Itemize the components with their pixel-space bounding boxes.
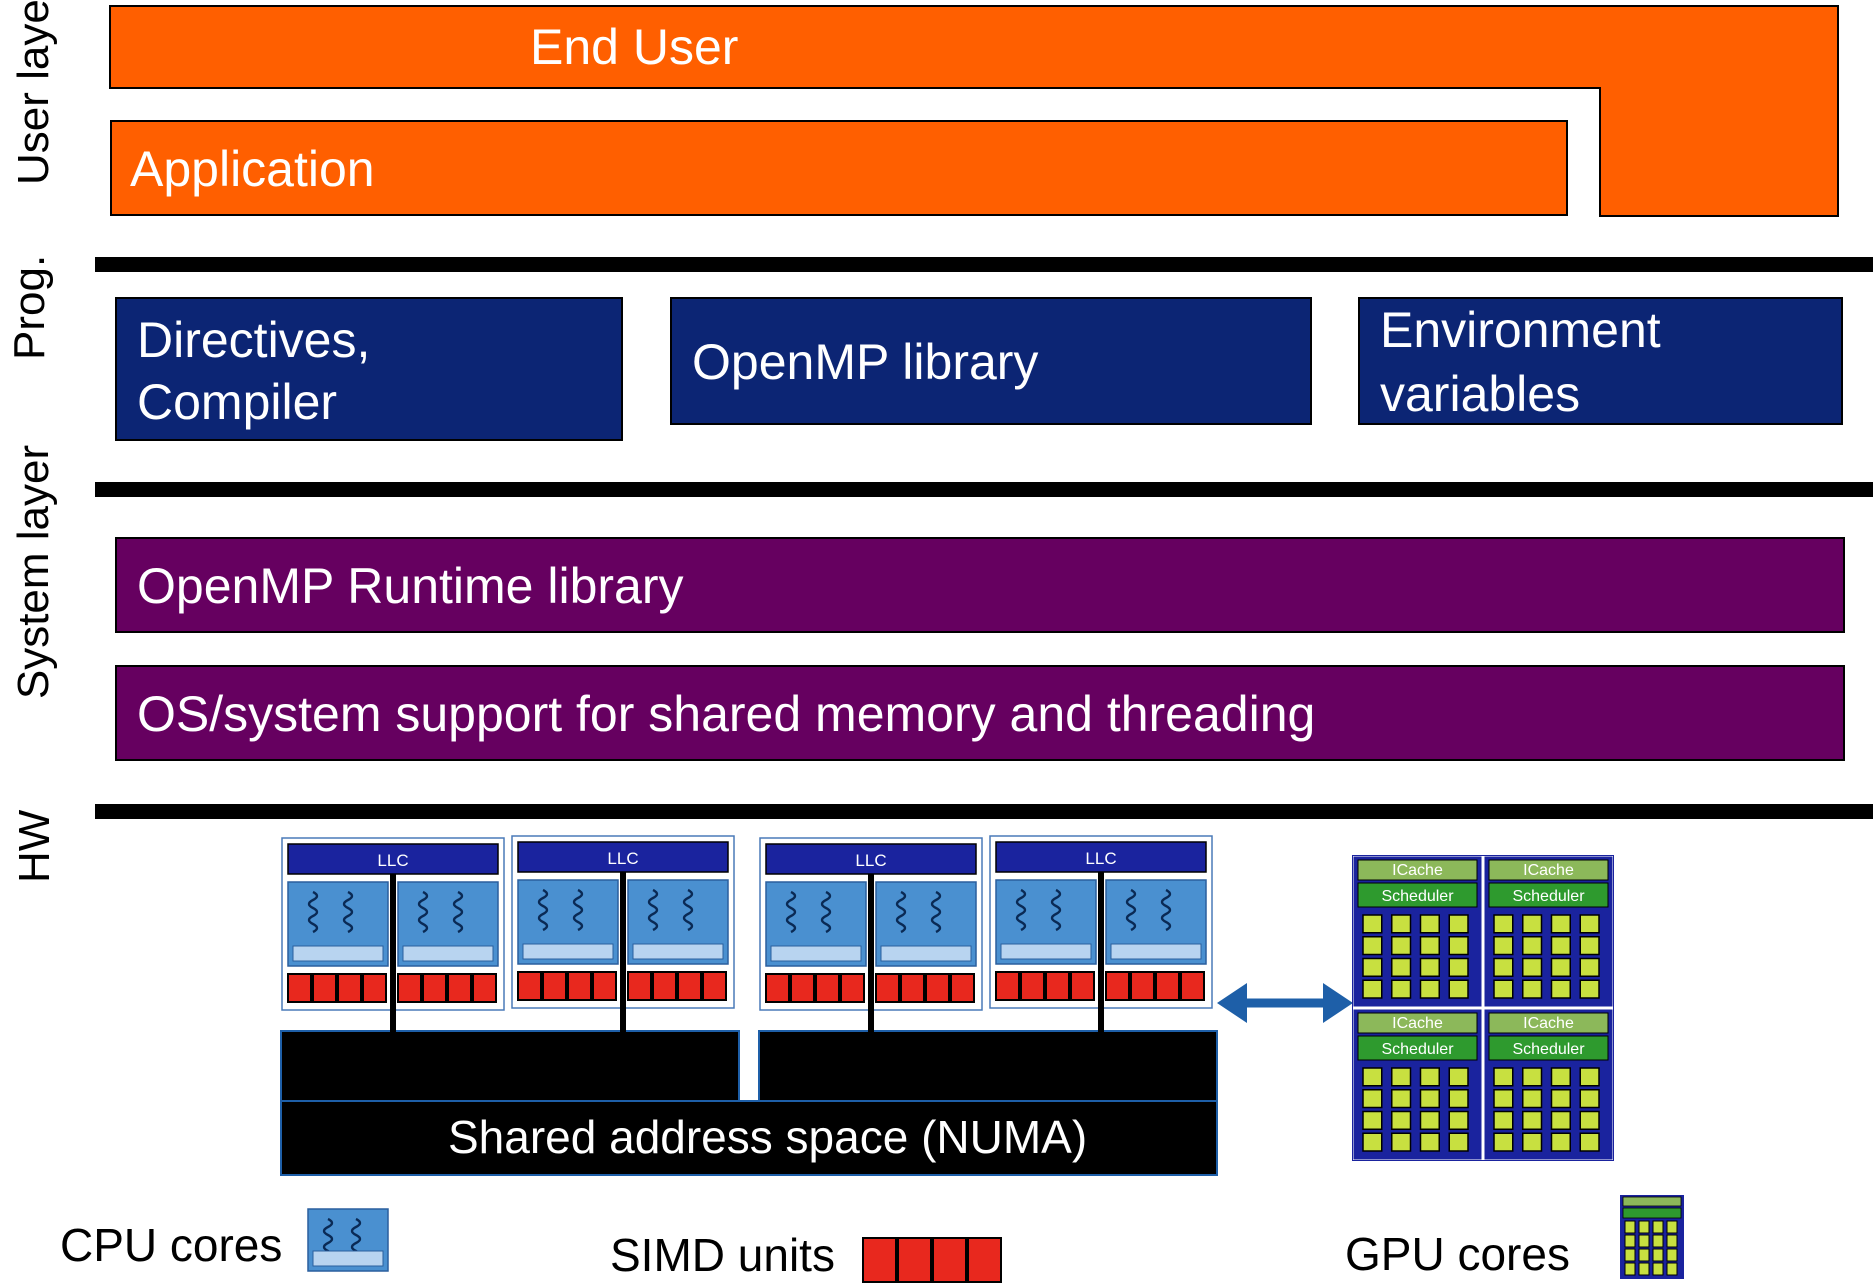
legend-gpu-icon: [1620, 1195, 1684, 1279]
icache-label: ICache: [1523, 862, 1574, 879]
llc-label: LLC: [1085, 849, 1116, 868]
legend-simd-icon: [862, 1237, 1004, 1283]
cpu-core: [1105, 879, 1207, 965]
legend-cpu-svg: [307, 1208, 389, 1272]
cpu-core-sample: [307, 1208, 389, 1272]
simd-unit-row: [517, 971, 617, 1001]
cpu-core: [287, 881, 389, 967]
icache-label: ICache: [1392, 1015, 1443, 1032]
end-user-label: End User: [530, 19, 739, 75]
simd-unit-sample: [862, 1237, 1002, 1283]
icache-label: ICache: [1523, 1015, 1574, 1032]
simd-unit-row: [287, 973, 387, 1003]
application-label: Application: [130, 141, 375, 197]
scheduler-label: Scheduler: [1381, 1041, 1454, 1058]
cpu-core: [627, 879, 729, 965]
simd-unit-row: [627, 971, 727, 1001]
cpu-core: [397, 881, 499, 967]
legend-gpu-label: GPU cores: [1345, 1228, 1570, 1280]
env-label-line1: Environment: [1380, 302, 1661, 358]
legend-simd-svg: [862, 1237, 1002, 1283]
legend-simd-label: SIMD units: [610, 1229, 835, 1281]
shared-address-space-block: [280, 1100, 1218, 1176]
legend-cpu-icon: [307, 1208, 389, 1272]
cpu-core: [765, 881, 867, 967]
legend-gpu-svg: [1620, 1195, 1684, 1279]
gpu-core-sample: [1620, 1195, 1684, 1279]
simd-unit-row: [1105, 971, 1205, 1001]
env-label-line2: variables: [1380, 366, 1581, 422]
environment-variables-block: Environment variables: [1358, 297, 1843, 425]
gpu-grid-svg: ICacheSchedulerICacheSchedulerICacheSche…: [1351, 854, 1615, 1162]
end-user-block: [109, 5, 1839, 217]
cpu-core: [517, 879, 619, 965]
directives-label-line2: Compiler: [137, 374, 338, 430]
llc-label: LLC: [855, 851, 886, 870]
simd-unit-row: [765, 973, 865, 1003]
openmp-runtime-label: OpenMP Runtime library: [137, 558, 684, 614]
openmp-runtime-block: OpenMP Runtime library: [115, 537, 1845, 633]
icache-label: ICache: [1392, 862, 1443, 879]
cpu-core: [995, 879, 1097, 965]
divider-system-hw: [95, 804, 1873, 819]
openmp-library-label: OpenMP library: [692, 334, 1039, 390]
shared-address-space-label: Shared address space (NUMA): [448, 1111, 1088, 1163]
openmp-library-block: OpenMP library: [670, 297, 1312, 425]
legend-cpu-label: CPU cores: [60, 1219, 283, 1271]
scheduler-label: Scheduler: [1512, 888, 1585, 905]
divider-prog-system: [95, 482, 1873, 497]
cpu-core: [875, 881, 977, 967]
scheduler-label: Scheduler: [1381, 888, 1454, 905]
scheduler-label: Scheduler: [1512, 1041, 1585, 1058]
numa-socket-right: [758, 1030, 1218, 1104]
simd-unit-row: [995, 971, 1095, 1001]
simd-unit-row: [397, 973, 497, 1003]
divider-user-prog: [95, 257, 1873, 272]
os-support-block: OS/system support for shared memory and …: [115, 665, 1845, 761]
numa-socket-left: [280, 1030, 740, 1104]
directives-label-line1: Directives,: [137, 312, 371, 368]
llc-label: LLC: [377, 851, 408, 870]
llc-label: LLC: [607, 849, 638, 868]
application-block: [110, 120, 1568, 216]
simd-unit-row: [875, 973, 975, 1003]
cpu-gpu-link-arrow: [1217, 983, 1353, 1023]
directives-compiler-block: Directives, Compiler: [115, 297, 623, 441]
os-support-label: OS/system support for shared memory and …: [137, 686, 1316, 742]
